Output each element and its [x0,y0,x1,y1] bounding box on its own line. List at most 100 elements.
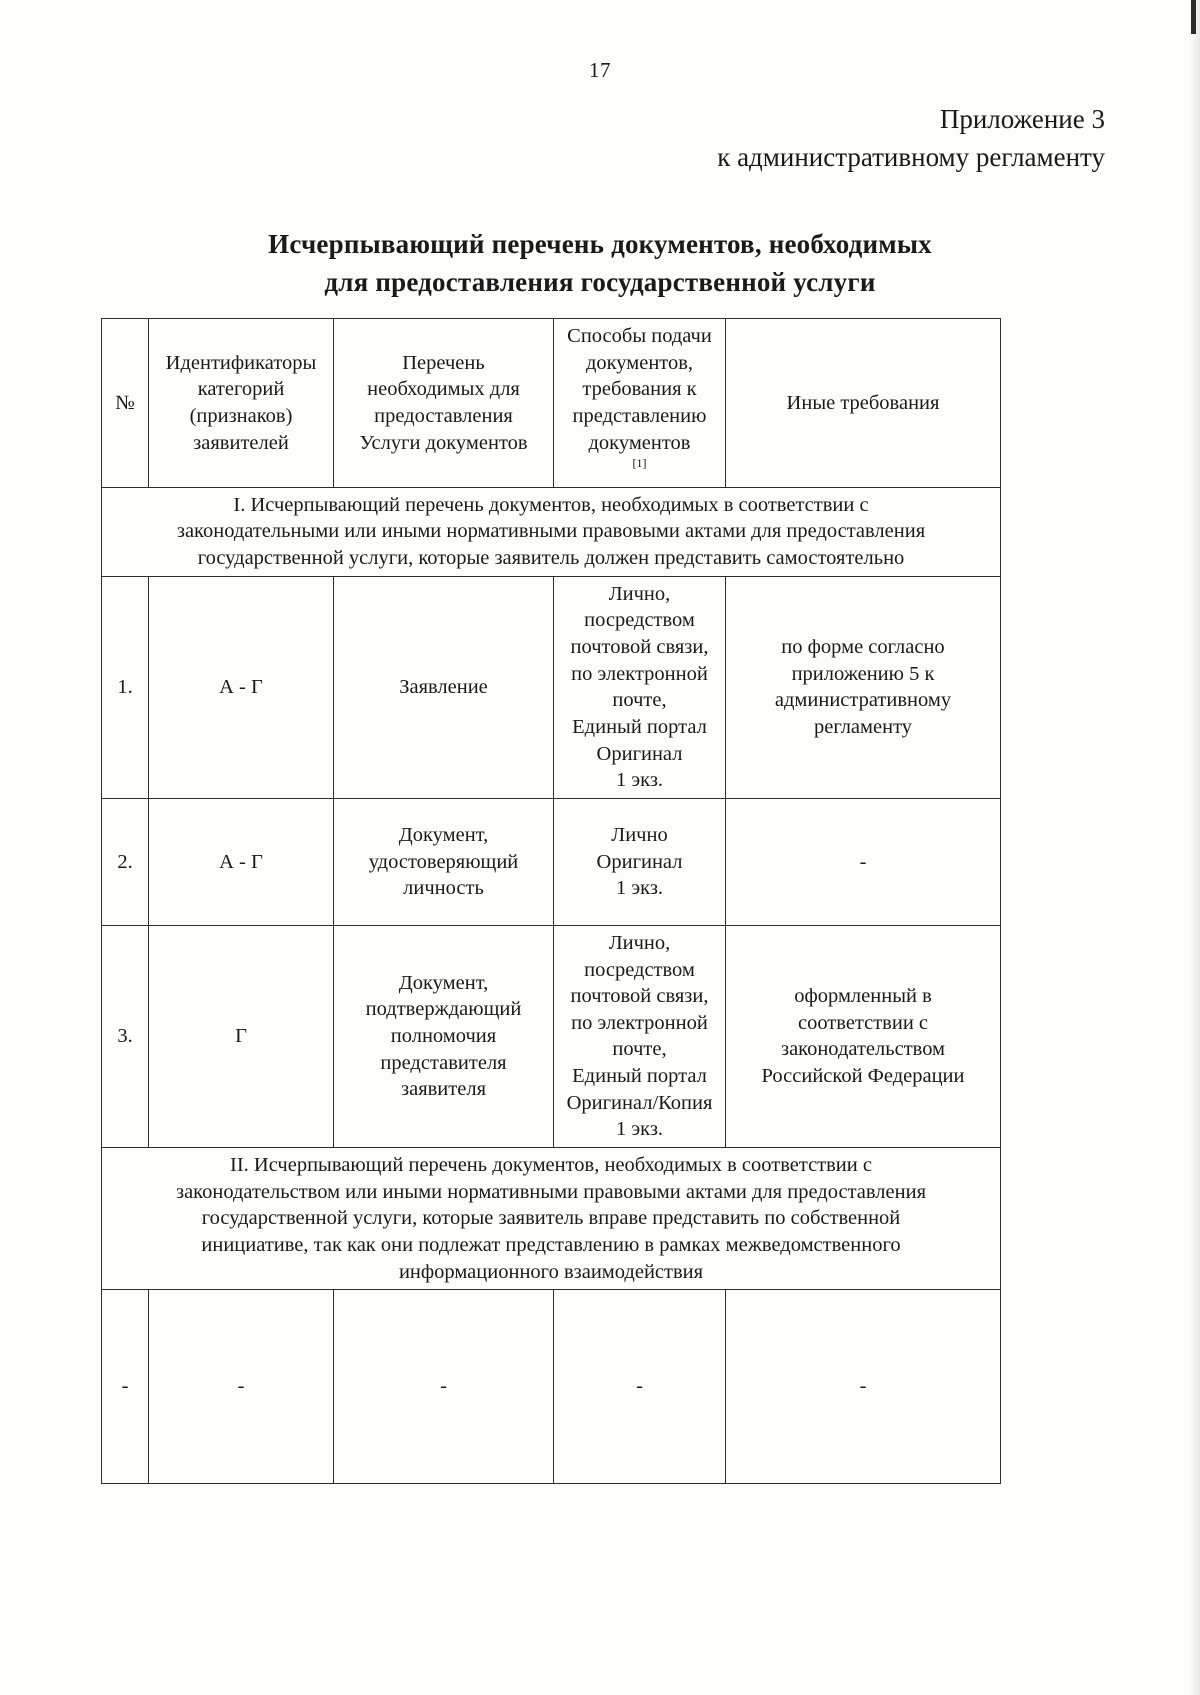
row-1-ways: Лично, посредством почтовой связи, по эл… [553,575,726,799]
row-1-ways-line-4: по электронной [571,662,708,685]
row-3-documents-line-4: представителя [380,1051,507,1074]
row-3-documents: Документ, подтверждающий полномочия пред… [333,924,554,1149]
section-two-line-3: государственной услуги, которые заявител… [201,1207,901,1230]
row-3-identifiers: Г [148,924,334,1149]
title-line-1: Исчерпывающий перечень документов, необх… [268,229,932,259]
row-3-ways-line-2: посредством [584,958,695,981]
table-row: 2. А - Г Документ, удостоверяющий личнос… [101,797,1001,926]
row-1-other-line-3: административному [774,689,952,712]
header-cell-documents-list: Перечень необходимых для предоставления … [333,318,554,488]
row-3-other-line-4: Российской Федерации [761,1065,965,1088]
row-2-identifiers: А - Г [148,797,334,926]
section-one-line-3: государственной услуги, которые заявител… [197,547,905,570]
row-3-ways-line-3: почтовой связи, [570,985,709,1008]
row-3-ways-line-4: по электронной [571,1011,708,1034]
row-2-documents-line-2: удостоверяющий [368,850,519,873]
table-header: № Идентификаторы категорий (признаков) з… [101,318,1001,488]
row-3-other: оформленный в соответствии с законодател… [725,924,1001,1149]
empty-row-ways: - [553,1289,726,1485]
header-ways-line-5: документов [1] [560,430,719,483]
row-1-ways-line-2: посредством [584,609,695,632]
row-1-ways-line-1: Лично, [608,582,671,605]
row-1-ways-line-5: почте, [612,689,667,712]
header-ways-line-2: документов, [585,351,694,374]
header-identifiers-line-3: (признаков) [189,404,293,427]
row-2-ways-line-3: 1 экз. [615,877,664,900]
row-3-documents-line-1: Документ, [398,971,489,994]
row-1-ways-line-6: Единый портал [572,715,707,738]
appendix-line-1: Приложение 3 [939,104,1105,134]
section-two-line-2: законодательством или иными нормативными… [175,1180,926,1203]
table-header-row: № Идентификаторы категорий (признаков) з… [101,318,1001,488]
appendix-line-2: к административному регламенту [717,142,1105,173]
row-3-ways-line-7: Оригинал/Копия [566,1091,713,1114]
section-two-cell: II. Исчерпывающий перечень документов, н… [101,1147,1001,1291]
header-identifiers-line-1: Идентификаторы [165,351,317,374]
row-2-ways-line-2: Оригинал [596,850,683,873]
row-3-documents-line-3: полномочия [390,1025,497,1048]
row-1-other-line-4: регламенту [813,715,913,738]
footnote-marker: [1] [632,456,647,471]
table-row: - - - - - [101,1289,1001,1485]
row-3-other-line-3: законодательством [780,1038,946,1061]
section-one-cell: I. Исчерпывающий перечень документов, не… [101,486,1001,577]
row-3-other-line-1: оформленный в [794,985,932,1008]
header-cell-submission-ways: Способы подачи документов, требования к … [553,318,726,488]
section-two-line-1: II. Исчерпывающий перечень документов, н… [230,1154,872,1177]
row-2-documents-line-3: личность [403,877,484,900]
row-1-ways-line-8: 1 экз. [615,769,664,792]
row-1-ways-line-7: Оригинал [596,742,683,765]
header-ways-line-4: представлению [572,404,707,427]
empty-row-identifiers: - [148,1289,334,1485]
row-3-number: 3. [101,924,149,1149]
row-2-documents: Документ, удостоверяющий личность [333,797,554,926]
header-cell-identifiers: Идентификаторы категорий (признаков) зая… [148,318,334,488]
row-3-ways-line-5: почте, [612,1038,667,1061]
section-two-row: II. Исчерпывающий перечень документов, н… [101,1147,1001,1291]
documents-table-wrapper: № Идентификаторы категорий (признаков) з… [101,318,1001,1485]
row-1-other-line-1: по форме согласно [781,636,945,659]
row-1-other-line-2: приложению 5 к [791,662,935,685]
empty-row-number: - [101,1289,149,1485]
header-identifiers-line-2: категорий [197,378,285,401]
row-1-ways-line-3: почтовой связи, [570,636,709,659]
scan-edge-shadow [1190,0,1200,1695]
row-3-ways-line-6: Единый портал [572,1065,707,1088]
table-body: I. Исчерпывающий перечень документов, не… [101,486,1001,1485]
scan-artifact-mark [1191,0,1196,34]
row-1-other: по форме согласно приложению 5 к админис… [725,575,1001,799]
header-ways-line-3: требования к [582,378,697,401]
row-2-number: 2. [101,797,149,926]
header-documents-line-3: предоставления [374,404,513,427]
table-row: 1. А - Г Заявление Лично, посредством по… [101,575,1001,799]
row-3-ways: Лично, посредством почтовой связи, по эл… [553,924,726,1149]
page-number: 17 [589,58,611,82]
row-2-ways-line-1: Лично [611,823,668,846]
row-3-other-line-2: соответствии с [797,1011,929,1034]
header-ways-line-1: Способы подачи [567,325,712,347]
table-row: 3. Г Документ, подтверждающий полномочия… [101,924,1001,1149]
row-2-documents-line-1: Документ, [398,823,489,846]
header-documents-line-4: Услуги документов [359,431,528,454]
row-2-other: - [725,797,1001,926]
section-two-line-4: инициативе, так как они подлежат предста… [201,1233,901,1256]
row-3-documents-line-2: подтверждающий [365,998,522,1021]
row-1-number: 1. [101,575,149,799]
row-3-documents-line-5: заявителя [401,1078,486,1101]
section-two-line-5: информационного взаимодействия [398,1260,704,1283]
appendix-reference: Приложение 3 к административному регламе… [717,100,1105,177]
row-3-ways-line-8: 1 экз. [615,1118,664,1141]
documents-table: № Идентификаторы категорий (признаков) з… [101,318,1001,1485]
row-1-identifiers: А - Г [148,575,334,799]
header-identifiers-line-4: заявителей [193,431,289,454]
section-one-line-2: законодательными или иными нормативными … [176,520,926,543]
header-cell-number: № [101,318,149,488]
row-2-ways: Лично Оригинал 1 экз. [553,797,726,926]
header-documents-line-2: необходимых для [367,378,520,401]
section-one-line-1: I. Исчерпывающий перечень документов, не… [233,493,869,516]
header-documents-line-1: Перечень [402,351,485,374]
header-cell-other-requirements: Иные требования [725,318,1001,488]
header-ways-line-5-text: документов [588,431,691,454]
title-line-2: для предоставления государственной услуг… [324,267,876,298]
row-3-ways-line-1: Лично, [608,931,671,954]
